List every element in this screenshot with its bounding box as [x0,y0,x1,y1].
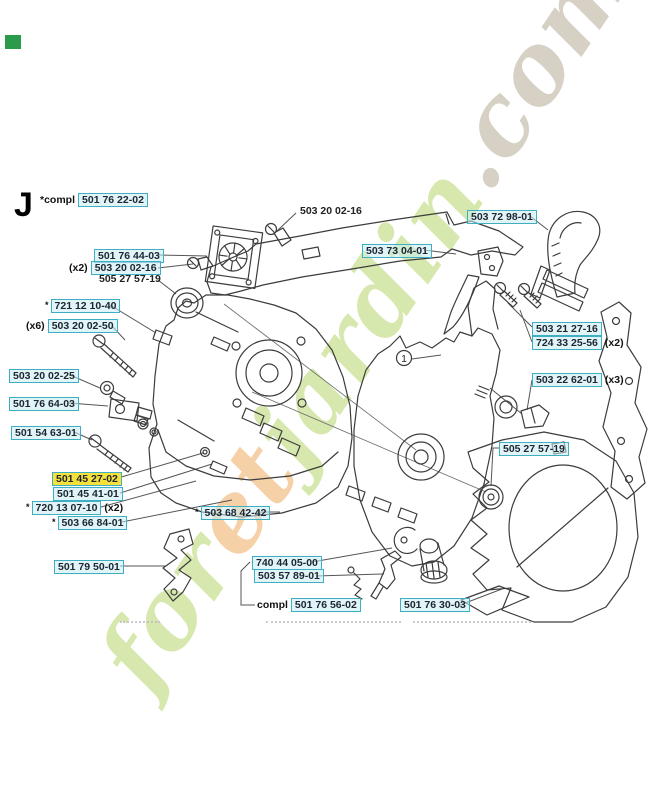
part-number-link[interactable]: 721 12 10-40 [50,299,121,313]
part-label-p5032002-50: (x6)503 20 02-50 [26,319,118,333]
part-label-p5036842-42: *503 68 42-42 [195,506,271,520]
part-number-link[interactable]: 503 20 02-25 [9,369,79,383]
part-label-p5052757-19l: 505 27 57-19 [96,273,164,285]
part-label-p5017664-03: 501 76 64-03 [9,397,79,411]
part-number-link[interactable]: 501 76 30-03 [400,598,470,612]
part-number-link[interactable]: 503 20 02-16 [90,261,161,275]
asterisk-mark: * [26,502,30,512]
clip-part [521,405,549,428]
part-label-p5017630-03: 501 76 30-03 [400,598,470,612]
green-marker [5,35,21,49]
part-number-link[interactable]: 501 76 56-02 [290,598,361,612]
assembly-axis-lines [224,304,486,492]
leader-lines [69,213,548,605]
oil-pickup-fork [348,551,401,599]
gasket-plate [599,302,647,499]
part-number-link[interactable]: 501 76 22-02 [78,193,148,207]
brake-bracket-band [444,247,503,334]
long-bolt-b [89,435,131,472]
part-label-p5036684-01: *503 66 84-01 [52,516,128,530]
label-suffix: (x2) [604,337,624,349]
tensioner-bracket [163,529,193,601]
part-number-link[interactable]: 501 79 50-01 [54,560,124,574]
label-prefix: compl [257,599,288,611]
part-label-p7404405-00: 740 44 05-00 [252,556,322,570]
part-number-link[interactable]: 503 22 62-01 [532,373,602,387]
part-number-link[interactable]: 503 20 02-50 [47,319,118,333]
oil-pump [394,527,447,583]
part-number-link[interactable]: 501 54 63-01 [11,426,81,440]
label-prefix: (x2) [69,262,88,274]
air-duct [531,211,600,311]
part-number-link[interactable]: 503 72 98-01 [467,210,537,224]
part-label-p5032002-16: (x2)503 20 02-16 [69,261,161,275]
faint-dotted-text [413,621,531,623]
mounting-studs [242,408,300,456]
part-label-p7211210-40: *721 12 10-40 [45,299,121,313]
section-letter: J [14,186,33,224]
dowel-pin [153,330,230,351]
crankcase-right-half [346,281,517,566]
part-number-link[interactable]: 503 66 84-01 [57,516,128,530]
part-number-link[interactable]: 501 45 41-01 [53,487,123,501]
oil-seal-left [171,288,203,318]
part-label-p5037298-01: 503 72 98-01 [467,210,537,224]
part-label-p5032262-01: 503 22 62-01(x3) [532,373,624,387]
faint-dotted-text [266,621,401,623]
part-number-link[interactable]: 501 45 27-02 [52,472,122,486]
part-number: 505 27 57-19 [99,273,161,285]
part-number-link[interactable]: 501 76 64-03 [9,397,79,411]
part-label-p5014527-02: 501 45 27-02 [52,472,122,486]
long-bolt-a [93,335,136,377]
oil-seal-right [479,485,503,509]
part-number-link[interactable]: 724 33 25-56 [532,336,602,350]
part-number-link[interactable]: 503 73 04-01 [362,244,432,258]
screw-top [266,224,292,247]
part-label-p5032002-25: 503 20 02-25 [9,369,79,383]
part-number-link[interactable]: 503 21 27-16 [532,322,602,336]
asterisk-mark: * [195,507,199,517]
top-rail [207,212,523,295]
part-label-p5015463-01: 501 54 63-01 [11,426,81,440]
part-label-p5017950-01: 501 79 50-01 [54,560,124,574]
part-label-p7201307-10: *720 13 07-10(x2) [26,501,123,515]
part-label-p7243325-56: 724 33 25-56(x2) [532,336,624,350]
svg-text:1: 1 [401,354,407,365]
fan-plate [205,226,262,288]
label-prefix: (x6) [26,320,45,332]
part-number: 503 20 02-16 [300,205,362,217]
screw-2025 [101,382,126,405]
asterisk-mark: * [52,517,56,527]
part-label-p5052757-19r: 505 27 57-19 [499,442,569,456]
part-number-link[interactable]: 503 68 42-42 [200,506,271,520]
label-prefix: *compl [40,194,76,206]
part-number-link[interactable]: 740 44 05-00 [252,556,322,570]
asterisk-mark: * [45,300,49,310]
faint-dotted-text [120,621,160,623]
part-label-p5032002-16top: 503 20 02-16 [297,205,365,217]
label-suffix: (x2) [104,502,124,514]
part-label-p5014541-01: 501 45 41-01 [53,487,123,501]
callout-1: 1 [397,351,412,366]
part-number-link[interactable]: 720 13 07-10 [31,501,102,515]
part-label-p5035789-01: 503 57 89-01 [254,569,324,583]
part-label-p5037304-01: 503 73 04-01 [362,244,432,258]
label-suffix: (x3) [604,374,624,386]
washer-pin-mid [201,448,228,475]
part-label-p5032127-16: 503 21 27-16 [532,322,602,336]
part-number-link[interactable]: 505 27 57-19 [499,442,569,456]
part-number-link[interactable]: 503 57 89-01 [254,569,324,583]
